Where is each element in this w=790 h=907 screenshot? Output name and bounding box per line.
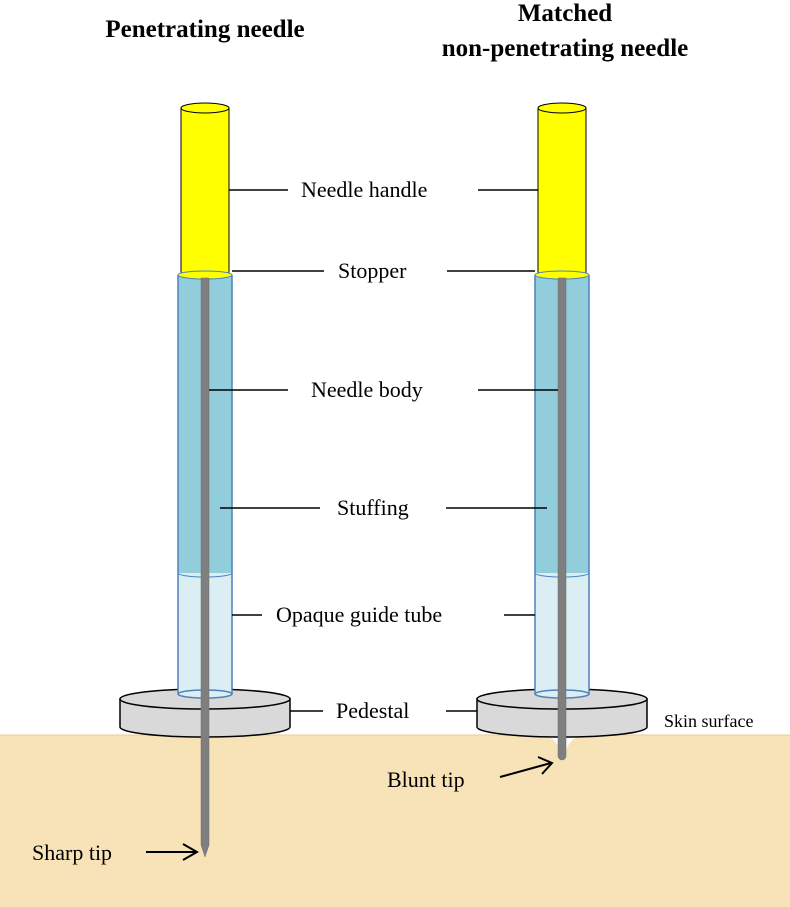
blunt-tip-arrow-shaft [499,762,552,778]
sharp-tip-label: Sharp tip [32,840,113,865]
needle-body-label: Needle body [311,377,423,402]
blunt-tip-arrowhead [537,756,554,775]
non-penetrating-needle [476,102,648,761]
needle-handle-label: Needle handle [301,177,428,202]
guide-tube-label: Opaque guide tube [276,602,443,627]
right-handle-top [537,102,587,114]
left-needle-handle [180,107,230,275]
pedestal-label: Pedestal [336,698,410,723]
stopper-label: Stopper [338,258,407,283]
blunt-tip-label: Blunt tip [387,767,465,792]
right-title-line2: non-penetrating needle [441,35,689,62]
left-title: Penetrating needle [105,16,305,43]
sharp-tip-arrowhead [182,843,200,861]
left-handle-top [180,102,230,114]
skin-region [0,735,790,907]
right-needle-handle [537,107,587,275]
left-needle-shaft [200,277,210,858]
stuffing-label: Stuffing [337,495,409,520]
right-title-line1: Matched [517,0,613,27]
right-needle-shaft [557,277,567,761]
skin-surface-label: Skin surface [664,711,754,731]
leader-lines [209,189,558,712]
penetrating-needle [119,102,291,858]
tip-arrows [146,756,554,861]
